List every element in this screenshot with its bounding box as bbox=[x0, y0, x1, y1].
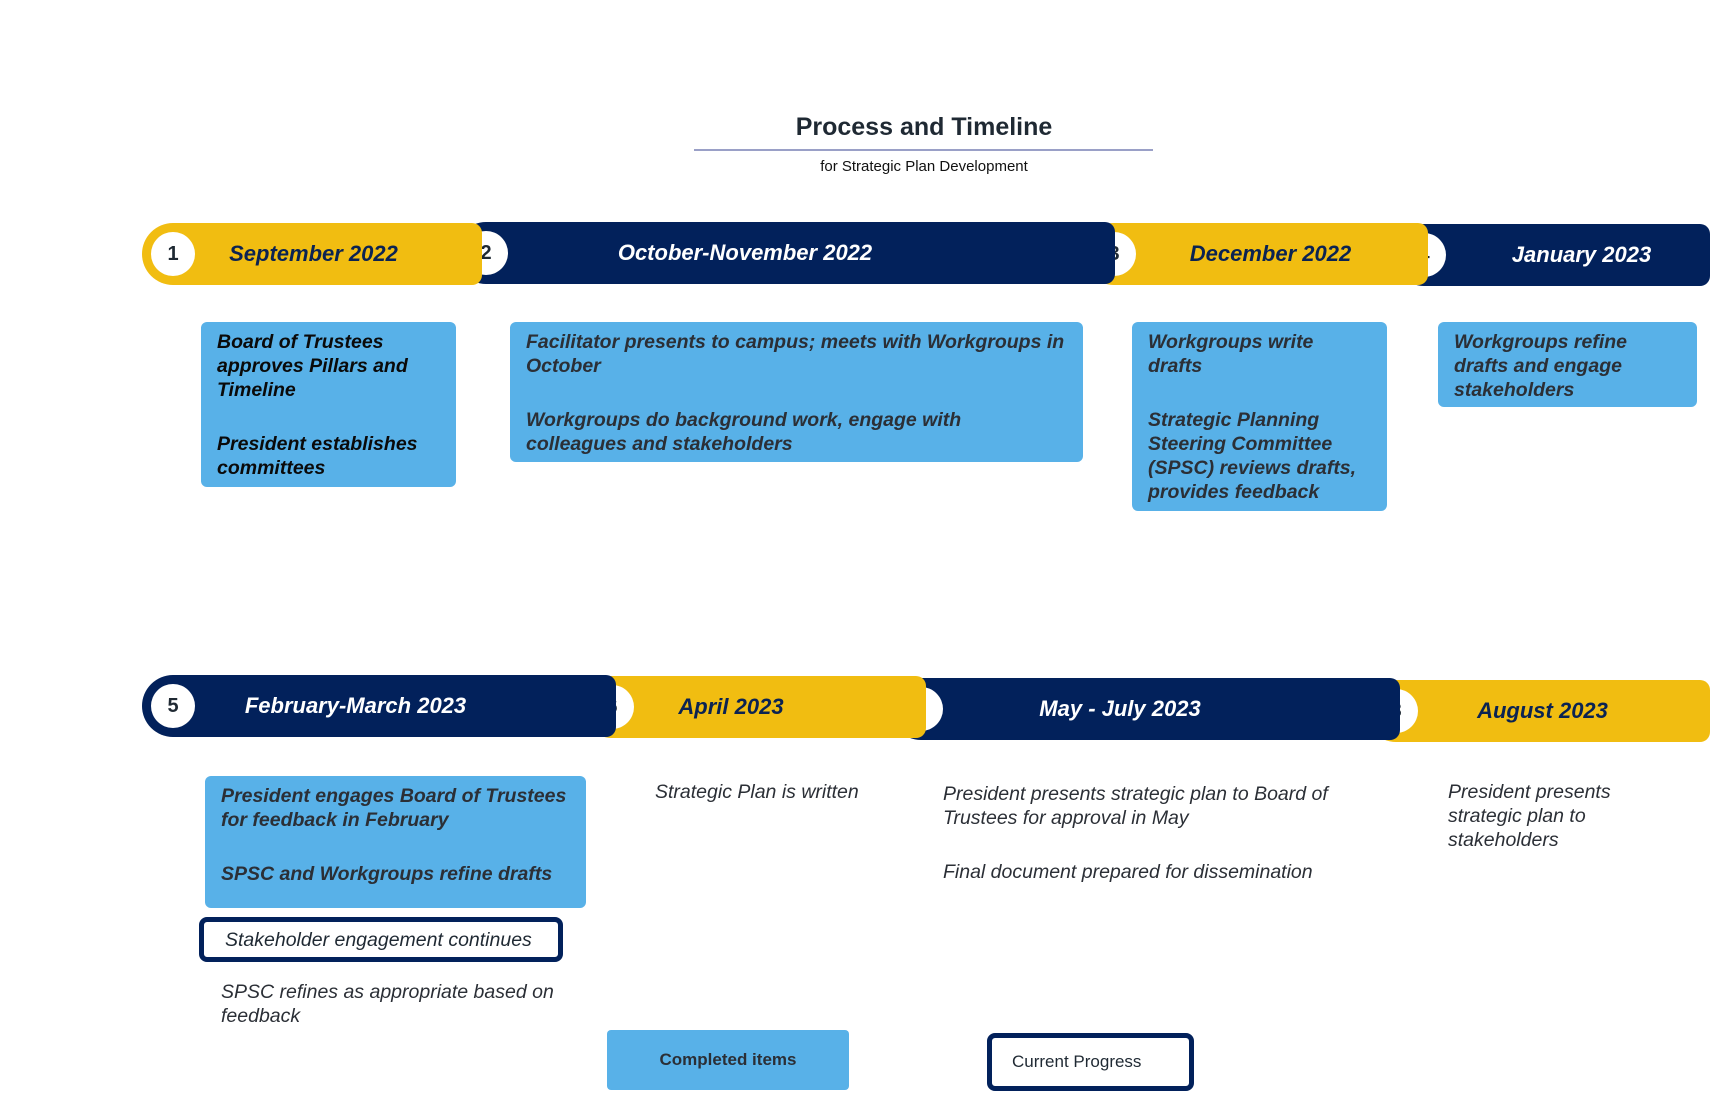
title-divider bbox=[694, 149, 1153, 151]
phase-5-current-box: Stakeholder engagement continues bbox=[199, 917, 563, 962]
page-subtitle: for Strategic Plan Development bbox=[820, 158, 1028, 175]
phase-5-label: February-March 2023 bbox=[244, 693, 467, 718]
phase-7-label: May - July 2023 bbox=[1039, 696, 1201, 721]
phase-8-bar: 8 August 2023 bbox=[1365, 680, 1710, 742]
phase-5-item-2: SPSC and Workgroups refine drafts bbox=[221, 863, 553, 885]
phase-4-label: January 2023 bbox=[1511, 242, 1652, 267]
phase-3-item-1: Workgroups write drafts bbox=[1148, 331, 1314, 377]
phase-1-label: September 2022 bbox=[229, 241, 398, 266]
phase-5-number: 5 bbox=[151, 684, 195, 728]
phase-1-bar: 1 September 2022 bbox=[142, 223, 482, 285]
phase-6-label: April 2023 bbox=[678, 694, 784, 719]
phase-8-pending: President presents strategic plan to sta… bbox=[1448, 780, 1668, 852]
phase-5-bar: 5 February-March 2023 bbox=[142, 675, 616, 737]
phase-5-current-item: Stakeholder engagement continues bbox=[225, 929, 532, 951]
phase-4-bar: 4 January 2023 bbox=[1393, 224, 1710, 286]
legend-completed: Completed items bbox=[607, 1030, 849, 1090]
phase-6-bar: 6 April 2023 bbox=[581, 676, 926, 738]
legend-current: Current Progress bbox=[987, 1033, 1194, 1091]
legend-current-label: Current Progress bbox=[1012, 1052, 1142, 1071]
phase-2-completed-box: Facilitator presents to campus; meets wi… bbox=[510, 322, 1083, 462]
phase-5-pending-item: SPSC refines as appropriate based on fee… bbox=[221, 981, 554, 1027]
phase-1-number: 1 bbox=[151, 232, 195, 276]
legend-completed-label: Completed items bbox=[659, 1050, 797, 1069]
phase-7-bar: 7 May - July 2023 bbox=[890, 678, 1400, 740]
phase-7-item-1: President presents strategic plan to Boa… bbox=[943, 783, 1328, 829]
phase-7-pending: President presents strategic plan to Boa… bbox=[943, 782, 1363, 884]
phase-5-item-1: President engages Board of Trustees for … bbox=[221, 785, 567, 831]
phase-5-completed-box: President engages Board of Trustees for … bbox=[205, 776, 586, 908]
phase-4-completed-box: Workgroups refine drafts and engage stak… bbox=[1438, 322, 1697, 407]
phase-8-item-1: President presents strategic plan to sta… bbox=[1448, 781, 1611, 851]
phase-2-bar: 2 October-November 2022 bbox=[455, 222, 1115, 284]
phase-7-item-2: Final document prepared for disseminatio… bbox=[943, 861, 1313, 883]
phase-2-item-2: Workgroups do background work, engage wi… bbox=[526, 409, 962, 455]
phase-5-pending: SPSC refines as appropriate based on fee… bbox=[221, 980, 591, 1028]
phase-2-label: October-November 2022 bbox=[617, 240, 873, 265]
phase-4-item-1: Workgroups refine drafts and engage stak… bbox=[1454, 331, 1627, 401]
phase-3-label: December 2022 bbox=[1189, 241, 1352, 266]
phase-1-completed-box: Board of Trustees approves Pillars and T… bbox=[201, 322, 456, 487]
phase-3-completed-box: Workgroups write drafts Strategic Planni… bbox=[1132, 322, 1387, 511]
page-title: Process and Timeline bbox=[795, 113, 1053, 141]
phase-2-item-1: Facilitator presents to campus; meets wi… bbox=[526, 331, 1065, 377]
phase-8-label: August 2023 bbox=[1477, 698, 1608, 723]
phase-6-pending: Strategic Plan is written bbox=[655, 780, 895, 804]
phase-3-bar: 3 December 2022 bbox=[1083, 223, 1428, 285]
phase-1-item-2: President establishes committees bbox=[217, 433, 418, 479]
phase-1-item-1: Board of Trustees approves Pillars and T… bbox=[217, 331, 408, 401]
phase-3-item-2: Strategic Planning Steering Committee (S… bbox=[1148, 409, 1357, 503]
phase-6-item-1: Strategic Plan is written bbox=[655, 781, 859, 803]
